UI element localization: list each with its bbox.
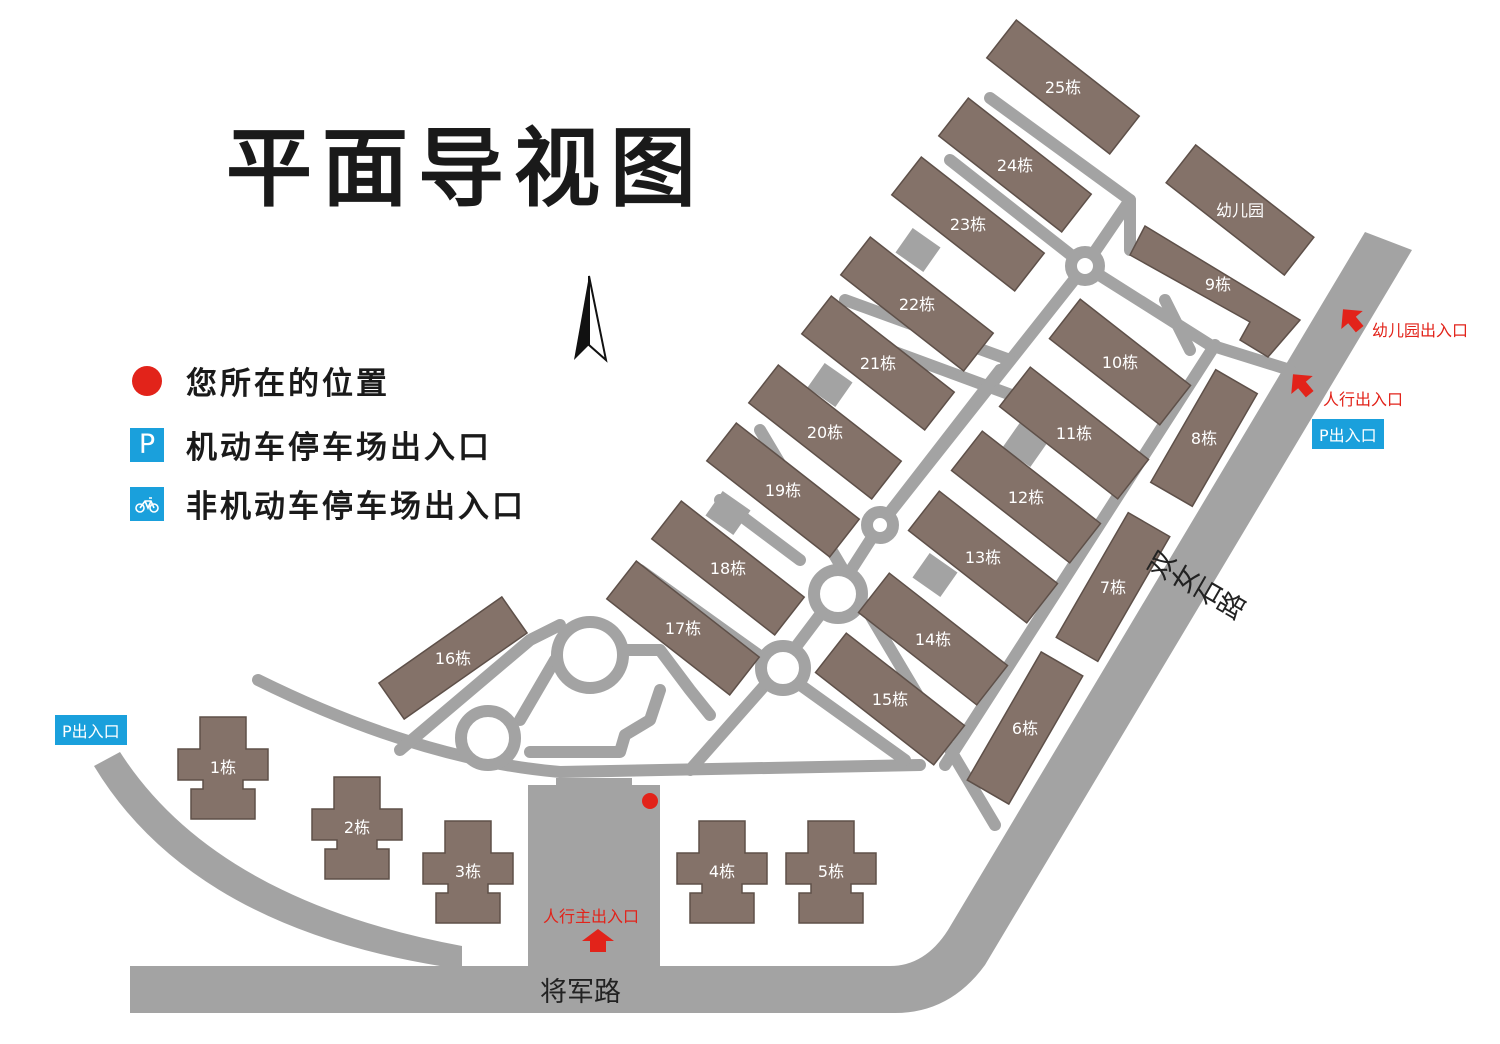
parking-icon: P — [130, 427, 164, 462]
building-13: 13栋 — [907, 490, 1059, 624]
building-label: 12栋 — [1008, 488, 1044, 507]
legend-label: 您所在的位置 — [186, 366, 390, 402]
parking-blocks — [705, 227, 1048, 598]
building-label: 17栋 — [665, 619, 701, 638]
building-19: 19栋 — [705, 422, 861, 558]
entrance-arrow-icon — [1291, 374, 1314, 398]
building-label: 10栋 — [1102, 353, 1138, 372]
page-title: 平面导视图 — [226, 119, 706, 219]
building-5: 5栋 — [785, 820, 877, 924]
roundabouts — [455, 246, 1105, 771]
building-21: 21栋 — [800, 295, 956, 431]
building-label: 4栋 — [709, 862, 735, 881]
building-1: 1栋 — [177, 716, 269, 820]
building-label: 7栋 — [1100, 578, 1126, 597]
location-dot-icon — [130, 364, 164, 398]
building-7: 7栋 — [1055, 511, 1171, 663]
building-20: 20栋 — [747, 364, 903, 500]
north-arrow-icon — [574, 275, 608, 363]
building-9: 9栋 — [1129, 224, 1302, 358]
entrance-arrow-icon — [1341, 309, 1364, 333]
parking-entrance-west-badge: P出入口 — [55, 715, 127, 745]
building-8: 8栋 — [1149, 368, 1259, 508]
parking-entrance-east-badge: P出入口 — [1312, 419, 1384, 449]
building-label: 1栋 — [210, 758, 236, 777]
building-kindergarten: 幼儿园 — [1165, 143, 1315, 277]
building-3: 3栋 — [422, 820, 514, 924]
building-4: 4栋 — [676, 820, 768, 924]
building-label: 15栋 — [872, 690, 908, 709]
building-label: 20栋 — [807, 423, 843, 442]
building-15: 15栋 — [814, 632, 966, 766]
road-label-jiangjun: 将军路 — [540, 977, 621, 1008]
roads — [94, 232, 1412, 1013]
building-label: 25栋 — [1045, 78, 1081, 97]
buildings: 1栋 2栋 3栋 4栋 5栋 6栋 7栋 8栋 — [177, 19, 1315, 924]
location-dot-icon — [642, 793, 658, 809]
main-pedestrian-entrance-label: 人行主出入口 — [543, 907, 640, 926]
building-label: 11栋 — [1056, 424, 1092, 443]
building-16: 16栋 — [377, 595, 529, 721]
building-11: 11栋 — [998, 366, 1150, 500]
legend-car-parking: P 机动车停车场出入口 — [130, 422, 492, 467]
building-12: 12栋 — [950, 430, 1102, 564]
legend-bike-parking: 非机动车停车场出入口 — [130, 481, 526, 526]
road-jiangjun — [130, 232, 1412, 1013]
building-22: 22栋 — [839, 236, 995, 372]
building-18: 18栋 — [650, 500, 806, 636]
building-14: 14栋 — [857, 572, 1009, 706]
bicycle-icon — [130, 486, 164, 521]
building-label: 19栋 — [765, 481, 801, 500]
building-6: 6栋 — [966, 650, 1084, 806]
building-10: 10栋 — [1048, 298, 1192, 426]
legend-you-are-here: 您所在的位置 — [130, 358, 390, 403]
building-label: 3栋 — [455, 862, 481, 881]
building-24: 24栋 — [937, 97, 1093, 233]
building-label: 6栋 — [1012, 719, 1038, 738]
legend-label: 机动车停车场出入口 — [186, 430, 492, 466]
pedestrian-entrance-label: 人行出入口 — [1323, 390, 1404, 409]
building-23: 23栋 — [890, 156, 1046, 292]
building-label: 5栋 — [818, 862, 844, 881]
building-25: 25栋 — [985, 19, 1141, 155]
building-label: 2栋 — [344, 818, 370, 837]
entrance-arrow-icon — [582, 929, 614, 952]
building-label: 16栋 — [435, 649, 471, 668]
building-2: 2栋 — [311, 776, 403, 880]
building-label: 14栋 — [915, 630, 951, 649]
building-label: 24栋 — [997, 156, 1033, 175]
building-17: 17栋 — [605, 560, 761, 696]
building-label: 13栋 — [965, 548, 1001, 567]
building-label: 18栋 — [710, 559, 746, 578]
kindergarten-entrance-label: 幼儿园出入口 — [1372, 321, 1469, 340]
building-label: 21栋 — [860, 354, 896, 373]
building-label: 23栋 — [950, 215, 986, 234]
building-label: 幼儿园 — [1216, 201, 1264, 220]
road-west-curve — [94, 752, 462, 966]
legend-label: 非机动车停车场出入口 — [186, 489, 526, 525]
building-label: 8栋 — [1191, 429, 1217, 448]
building-label: 9栋 — [1205, 275, 1231, 294]
building-label: 22栋 — [899, 295, 935, 314]
